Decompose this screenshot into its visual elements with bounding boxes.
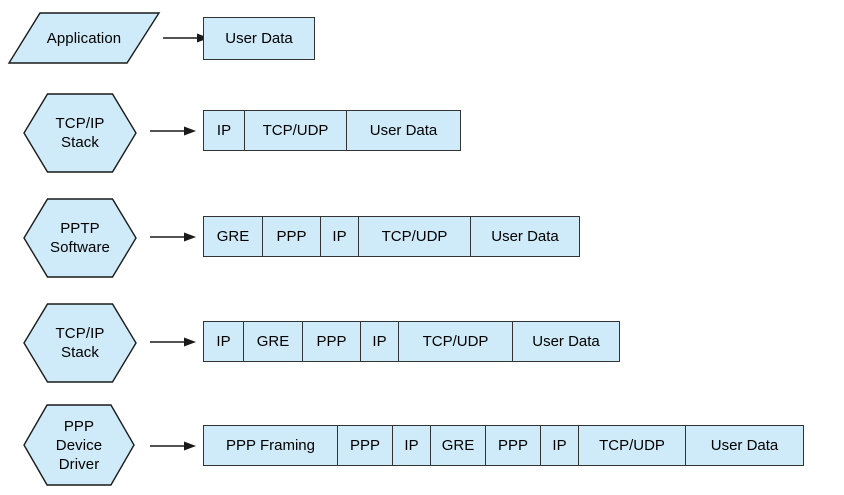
stage-tcp-ip-stack: TCP/IP Stack [23,303,137,383]
packet-segment: GRE [204,217,263,256]
stage-label: Application [46,29,122,47]
packet-segment: TCP/UDP [245,111,347,150]
stage-pptp-software: PPTP Software [23,198,137,278]
arrow-right-icon [150,335,196,349]
packet-segment: GRE [244,322,303,361]
packet-band: User Data [203,17,315,60]
arrow-right-icon [150,230,196,244]
packet-segment: IP [361,322,399,361]
hexagon-shape [23,93,137,173]
packet-segment: User Data [369,122,438,139]
packet-segment: IP [393,426,431,465]
packet-segment: User Data [225,30,293,47]
arrow-right-icon [150,124,196,138]
stage-label: PPP Device Driver [55,417,103,473]
packet-segment: GRE [431,426,486,465]
hexagon-shape [23,198,137,278]
packet-segment: User Data [710,437,779,454]
packet-segment: IP [321,217,359,256]
stage-label: PPTP Software [50,220,110,256]
hexagon-shape [23,404,135,486]
arrow-right-icon [150,439,196,453]
packet-segment: TCP/UDP [579,426,686,465]
stage-application: Application [7,12,161,64]
packet-segment: IP [541,426,579,465]
hexagon-shape [23,303,137,383]
stage-label: TCP/IP Stack [55,115,105,151]
packet-segment: PPP Framing [204,426,338,465]
packet-segment: TCP/UDP [359,217,471,256]
packet-segment: PPP [263,217,321,256]
stage-label: TCP/IP Stack [55,325,105,361]
packet-segment: TCP/UDP [399,322,513,361]
parallelogram-shape [7,12,161,64]
packet-segment: IP [204,111,245,150]
stage-ppp-device-driver: PPP Device Driver [23,404,135,486]
packet-segment: User Data [491,228,559,245]
packet-segment: PPP [338,426,393,465]
packet-segment: PPP [486,426,541,465]
packet-segment: User Data [532,333,600,350]
stage-tcp-ip-stack: TCP/IP Stack [23,93,137,173]
packet-segment: PPP [303,322,361,361]
packet-segment: IP [204,322,244,361]
